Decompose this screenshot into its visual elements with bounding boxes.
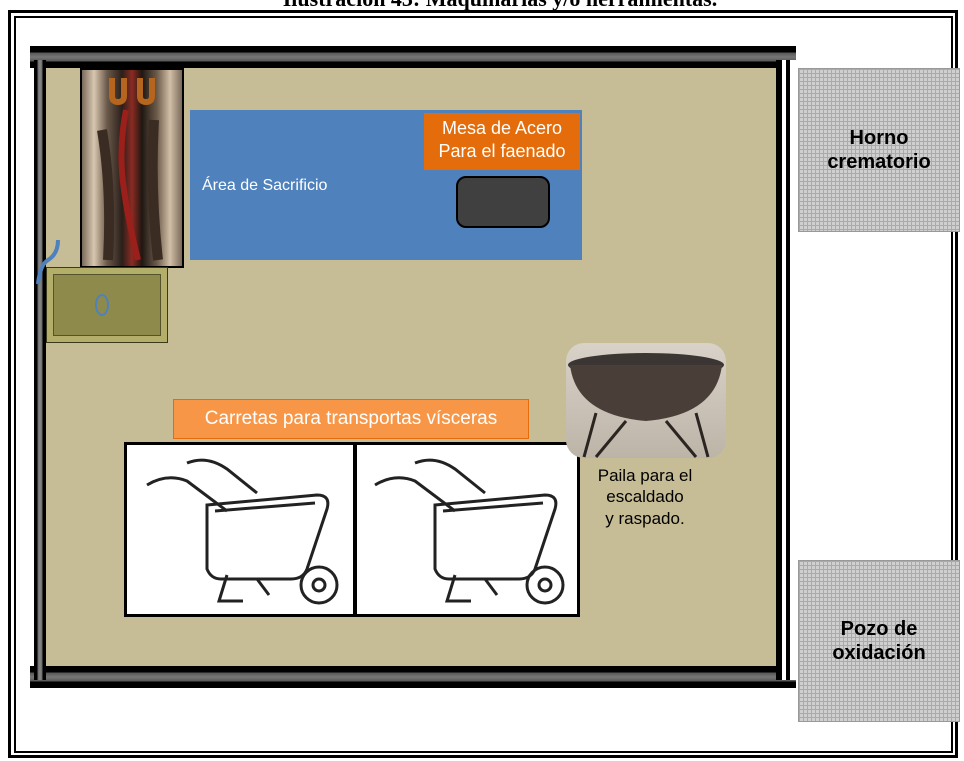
- cauldron-icon: [566, 343, 726, 458]
- wall-right: [776, 60, 796, 680]
- scalding-pot-label: Paila para el escaldado y raspado.: [580, 465, 710, 529]
- wheelbarrows-label: Carretas para transportas vísceras: [173, 399, 529, 439]
- wheelbarrow-image-2: [354, 442, 580, 617]
- wall-bottom: [30, 666, 796, 688]
- wheelbarrow-image-1: [124, 442, 356, 617]
- wall-left: [34, 60, 46, 680]
- wheelbarrow-icon: [357, 445, 577, 614]
- steel-table: [456, 176, 550, 228]
- steel-table-label: Mesa de Acero Para el faenado: [424, 113, 580, 170]
- wheelbarrow-icon: [127, 445, 353, 614]
- wall-top: [30, 46, 796, 68]
- hanging-carcass-image: [80, 68, 184, 268]
- pozo-oxidacion-box: Pozo de oxidación: [798, 560, 960, 722]
- horno-crematorio-box: Horno crematorio: [798, 68, 960, 232]
- drain-hole: [95, 294, 109, 316]
- sacrifice-area-label: Área de Sacrificio: [202, 177, 327, 195]
- carcass-illustration: [82, 70, 182, 266]
- scalding-pot-image: [566, 343, 726, 458]
